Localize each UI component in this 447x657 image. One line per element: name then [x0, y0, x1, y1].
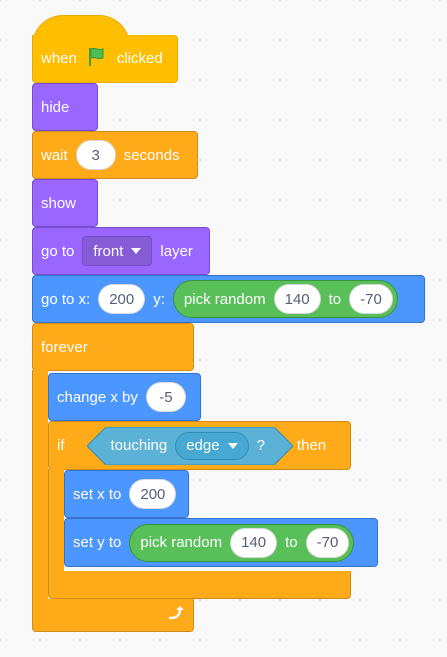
hide-label: hide — [41, 98, 70, 116]
layer-dropdown[interactable]: front — [82, 236, 153, 266]
random-from-input[interactable]: 140 — [273, 284, 321, 314]
seconds-label: seconds — [123, 146, 180, 164]
question-mark: ? — [256, 437, 265, 454]
touching-label: touching — [110, 437, 168, 454]
set-x-block[interactable]: set x to 200 — [64, 470, 189, 518]
clicked-label: clicked — [116, 50, 163, 67]
if-block[interactable]: if touching edge ? then — [48, 421, 351, 599]
if-arm — [48, 469, 64, 573]
change-x-label: change x by — [57, 388, 138, 406]
forever-footer — [32, 599, 194, 632]
touching-dropdown-value: edge — [186, 437, 220, 454]
go-to-x-label: go to x: — [41, 290, 91, 308]
set-y-label: set y to — [73, 534, 122, 551]
wait-block[interactable]: wait 3 seconds — [32, 131, 198, 179]
go-to-layer-block[interactable]: go to front layer — [32, 227, 210, 275]
to-label: to — [328, 290, 342, 308]
loop-arrow-icon — [167, 604, 185, 626]
dropdown-arrow-icon — [131, 248, 142, 254]
pick-random-reporter[interactable]: pick random 140 to -70 — [172, 280, 398, 318]
random-to-input[interactable]: -70 — [349, 284, 393, 314]
change-x-input[interactable]: -5 — [145, 382, 186, 412]
show-label: show — [41, 194, 77, 212]
set-x-label: set x to — [73, 485, 122, 503]
random-to-input[interactable]: -70 — [305, 527, 350, 558]
to-label: to — [285, 534, 298, 551]
forever-block[interactable]: forever — [32, 323, 194, 632]
x-input[interactable]: 200 — [98, 284, 146, 314]
wait-label: wait — [41, 146, 68, 164]
layer-label: layer — [160, 242, 193, 260]
change-x-block[interactable]: change x by -5 — [48, 373, 201, 421]
show-block[interactable]: show — [32, 179, 98, 227]
forever-header[interactable]: forever — [32, 323, 194, 371]
pick-random-label: pick random — [140, 534, 223, 551]
touching-condition[interactable]: touching edge ? — [86, 426, 293, 465]
if-header[interactable]: if touching edge ? then — [48, 421, 351, 470]
set-y-block[interactable]: set y to pick random 140 to -70 — [64, 518, 378, 567]
forever-label: forever — [41, 338, 88, 356]
green-flag-icon — [85, 45, 109, 73]
touching-dropdown[interactable]: edge — [175, 431, 249, 460]
go-to-label: go to — [41, 242, 75, 260]
if-label: if — [57, 437, 65, 454]
y-label: y: — [153, 290, 165, 308]
pick-random-reporter[interactable]: pick random 140 to -70 — [129, 523, 355, 562]
hide-block[interactable]: hide — [32, 83, 98, 131]
pick-random-label: pick random — [183, 290, 266, 308]
then-label: then — [296, 437, 327, 454]
wait-seconds-input[interactable]: 3 — [75, 140, 116, 170]
layer-dropdown-value: front — [93, 242, 124, 260]
forever-arm — [32, 370, 48, 600]
if-footer — [48, 571, 351, 599]
set-x-input[interactable]: 200 — [129, 479, 177, 509]
when-label: when — [41, 50, 77, 67]
random-from-input[interactable]: 140 — [230, 527, 278, 558]
when-flag-clicked-block[interactable]: when clicked — [32, 35, 178, 83]
dropdown-arrow-icon — [227, 442, 238, 449]
go-to-xy-block[interactable]: go to x: 200 y: pick random 140 to -70 — [32, 275, 425, 323]
